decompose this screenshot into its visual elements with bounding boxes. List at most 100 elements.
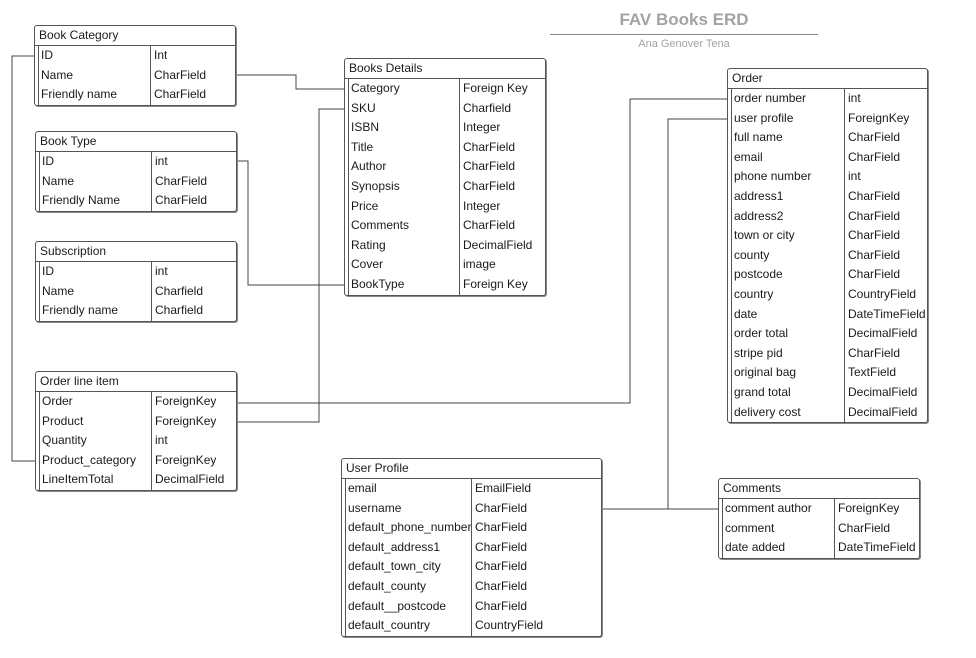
link-lineitem-product-to-books: [237, 108, 344, 423]
field-name: address1: [728, 186, 845, 207]
field-name: ID: [35, 46, 151, 66]
field-type: Integer: [463, 120, 501, 135]
field-type: TextField: [848, 365, 897, 380]
entity-title: Comments: [719, 479, 919, 499]
field-type: CharField: [848, 267, 901, 282]
field-name: grand total: [728, 382, 845, 403]
field-type: DecimalField: [848, 384, 918, 399]
field-type: CharField: [848, 345, 901, 360]
field-type: CharField: [475, 598, 528, 613]
field-name: default_country: [342, 616, 472, 636]
field-name: order number: [728, 89, 845, 109]
field-type: int: [155, 433, 168, 448]
field-type: DecimalField: [848, 326, 918, 341]
field-name: delivery cost: [728, 402, 845, 423]
field-name: Comments: [345, 216, 460, 236]
field-name: Author: [345, 157, 460, 177]
field-type: Foreign Key: [463, 81, 528, 95]
field-type: CountryField: [848, 286, 917, 301]
field-name: BookType: [345, 274, 460, 295]
title-divider: [550, 34, 818, 35]
field-name: SKU: [345, 98, 460, 119]
field-type: ForeignKey: [155, 394, 217, 408]
field-name: comment author: [719, 499, 835, 519]
field-name: date: [728, 304, 845, 325]
field-name: Name: [36, 281, 152, 302]
field-type: CountryField: [475, 618, 544, 633]
field-name: date added: [719, 538, 835, 558]
field-name: postcode: [728, 265, 845, 285]
field-name: default_town_city: [342, 557, 472, 577]
field-name: Order: [36, 392, 152, 412]
field-type: CharField: [848, 228, 901, 243]
entity-title: Subscription: [36, 242, 236, 262]
link-lineitem-order-to-order: [237, 98, 728, 404]
field-name: address2: [728, 206, 845, 227]
field-name: Quantity: [36, 431, 152, 451]
field-name: phone number: [728, 167, 845, 187]
field-type: int: [155, 264, 168, 278]
field-type: Int: [154, 48, 168, 62]
field-type: Charfield: [463, 100, 512, 115]
field-name: order total: [728, 324, 845, 344]
field-type: DateTimeField: [848, 306, 926, 321]
field-name: Name: [36, 171, 152, 192]
field-name: Product: [36, 411, 152, 432]
field-type: CharField: [463, 159, 516, 174]
field-type: CharField: [848, 188, 901, 203]
field-name: default_county: [342, 576, 472, 597]
link-category-to-lineitem: [11, 55, 35, 462]
field-name: Cover: [345, 255, 460, 275]
diagram-title: FAV Books ERD: [619, 10, 749, 29]
field-name: county: [728, 245, 845, 266]
field-type: EmailField: [475, 481, 532, 495]
field-type: CharField: [475, 520, 528, 535]
field-name: Price: [345, 196, 460, 217]
entity-title: Books Details: [345, 59, 545, 79]
field-name: ID: [36, 152, 152, 172]
field-type: CharField: [155, 193, 208, 208]
field-name: LineItemTotal: [36, 470, 152, 490]
field-name: username: [342, 498, 472, 519]
field-type: ForeignKey: [155, 413, 217, 428]
